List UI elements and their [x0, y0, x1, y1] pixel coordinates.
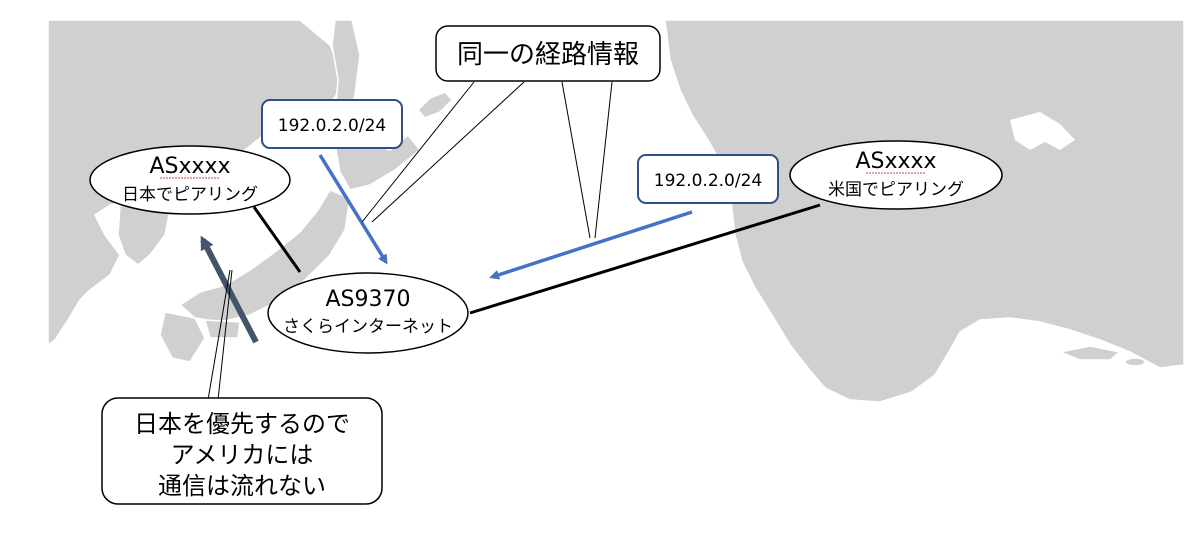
node-us-label: 米国でピアリング — [828, 180, 964, 200]
prefix-right-text: 192.0.2.0/24 — [654, 171, 762, 191]
callout-top-text: 同一の経路情報 — [457, 40, 639, 70]
kuril-islands — [416, 91, 454, 119]
north-america-continent — [664, 19, 1184, 403]
node-center-label: さくらインターネット — [283, 317, 453, 337]
callout-top-pointer — [361, 81, 613, 239]
node-us-peering: ASxxxx 米国でピアリング — [789, 140, 1003, 210]
great-lakes — [1010, 112, 1075, 150]
map-asia — [47, 19, 454, 459]
node-us-asn: ASxxxx — [855, 149, 936, 174]
callout-bottom-pointer — [207, 269, 233, 401]
node-sakura-internet: AS9370 さくらインターネット — [267, 272, 469, 354]
callout-top: 同一の経路情報 — [435, 25, 661, 82]
node-center-asn: AS9370 — [325, 287, 410, 312]
caribbean-island — [1124, 357, 1146, 367]
prefix-label-left: 192.0.2.0/24 — [261, 99, 403, 149]
callout-bottom-line1: 日本を優先するので — [134, 410, 350, 438]
cuba — [1057, 345, 1122, 361]
kyushu — [159, 311, 206, 363]
map-north-america — [664, 19, 1184, 403]
node-japan-peering: ASxxxx 日本でピアリング — [89, 145, 291, 215]
arrow-prefix-right — [489, 210, 693, 280]
prefix-label-right: 192.0.2.0/24 — [637, 154, 779, 204]
node-japan-label: 日本でピアリング — [122, 185, 258, 205]
callout-bottom: 日本を優先するので アメリカには 通信は流れない — [101, 397, 383, 505]
prefix-left-text: 192.0.2.0/24 — [278, 116, 386, 136]
callout-bottom-line2: アメリカには — [171, 441, 314, 469]
link-japan-center — [252, 206, 302, 273]
shikoku — [203, 319, 241, 339]
link-center-us — [469, 203, 821, 315]
node-japan-asn: ASxxxx — [149, 154, 230, 179]
arrow-prefix-left — [318, 154, 388, 265]
callout-bottom-line3: 通信は流れない — [158, 472, 326, 500]
